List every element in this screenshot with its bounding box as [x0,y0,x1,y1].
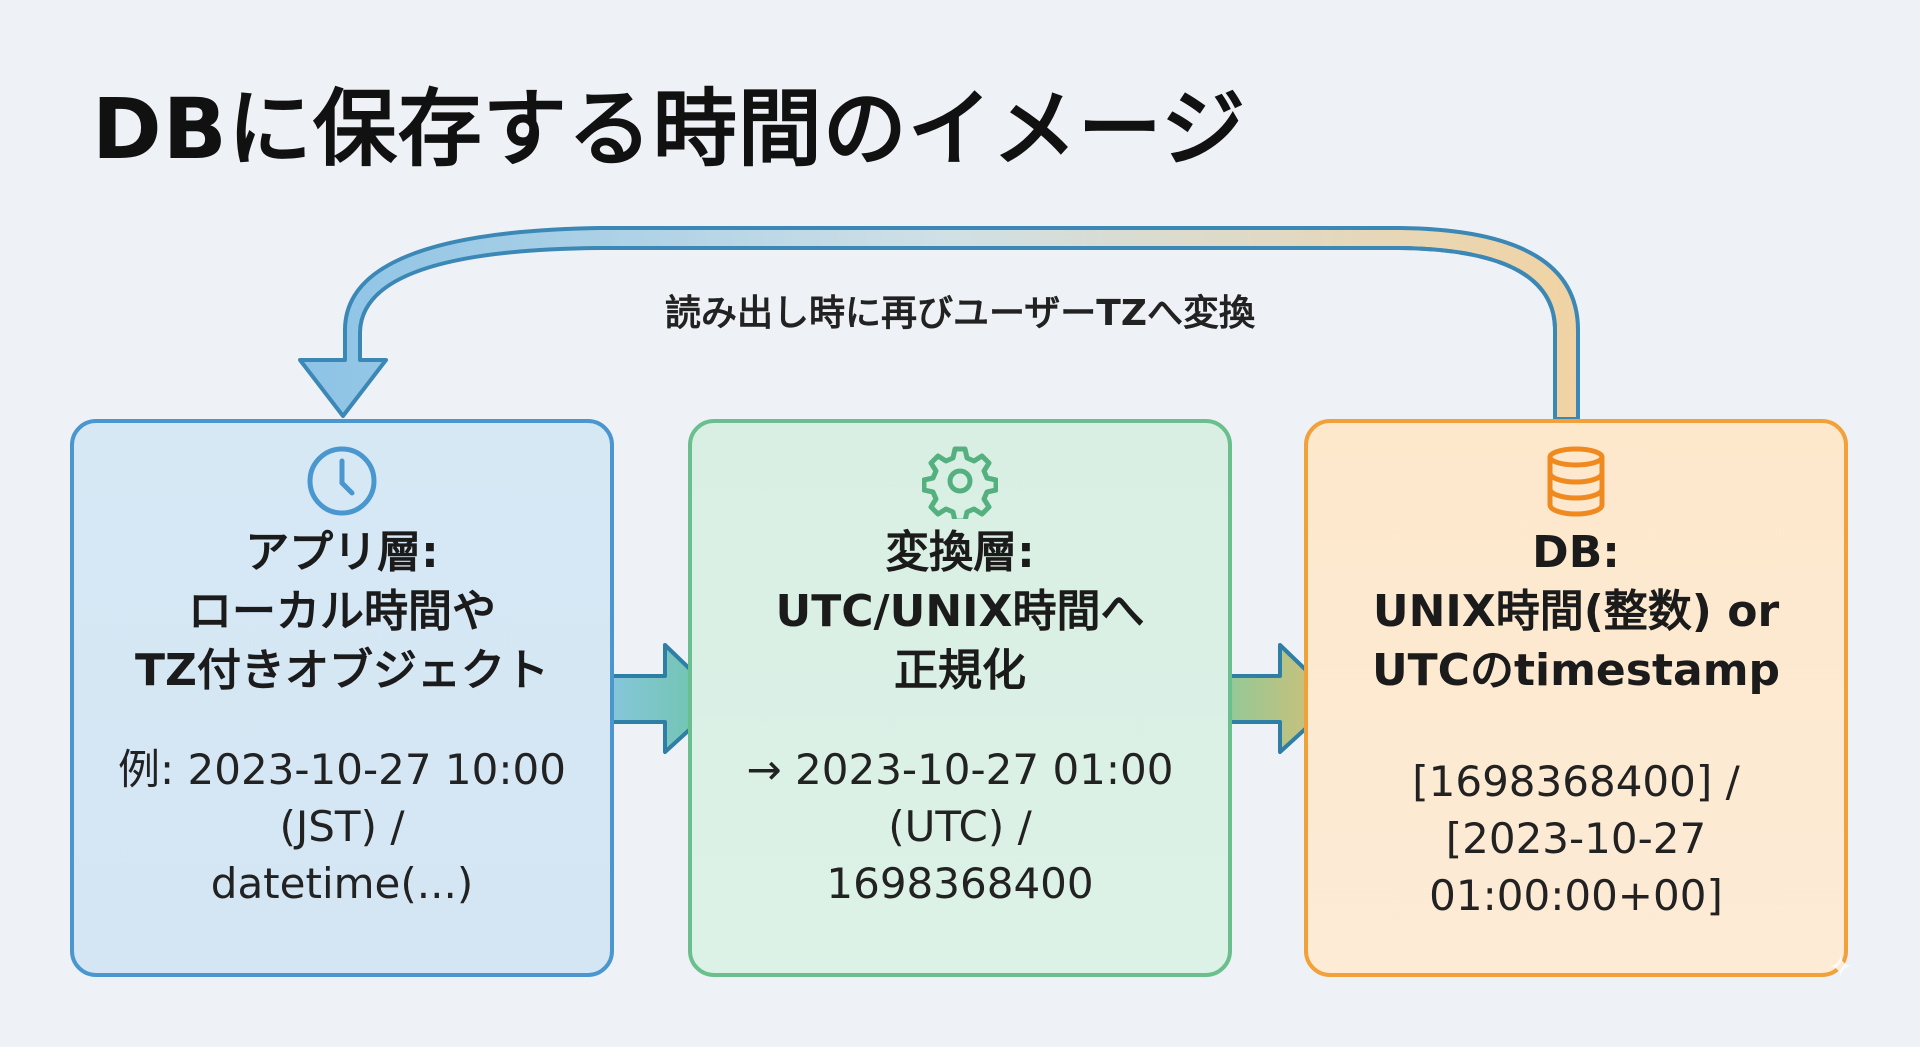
heading-line: UNIX時間(整数) or [1372,586,1780,637]
box-heading: DB: UNIX時間(整数) or UTCのtimestamp [1308,523,1844,700]
heading-line: 変換層: [885,527,1035,578]
page-title: DBに保存する時間のイメージ [92,80,1247,178]
loop-label: 読み出し時に再びユーザーTZへ変換 [665,293,1255,334]
box-body: [1698368400] / [2023-10-27 01:00:00+00] [1308,753,1844,924]
body-line: [2023-10-27 [1445,814,1707,863]
body-line: 例: 2023-10-27 10:00 [118,745,566,794]
body-line: [1698368400] / [1412,757,1740,806]
db-layer-box: DB: UNIX時間(整数) or UTCのtimestamp [1698368… [1304,419,1848,977]
body-line: (UTC) / [888,802,1032,851]
heading-line: 正規化 [894,645,1026,696]
box-body: 例: 2023-10-27 10:00 (JST) / datetime(...… [74,741,610,912]
body-line: datetime(...) [210,859,474,908]
heading-line: TZ付きオブジェクト [135,645,549,696]
heading-line: アプリ層: [245,527,439,578]
clock-icon [307,446,377,516]
body-line: 1698368400 [826,859,1094,908]
sparkle-icon: ✦ [1828,950,1854,985]
app-layer-box: アプリ層: ローカル時間や TZ付きオブジェクト 例: 2023-10-27 1… [70,419,614,977]
box-heading: アプリ層: ローカル時間や TZ付きオブジェクト [74,523,610,700]
body-line: (JST) / [279,802,405,851]
heading-line: UTCのtimestamp [1371,645,1781,696]
body-line: → 2023-10-27 01:00 [746,745,1174,794]
return-loop-arrow [298,226,1580,421]
gear-icon [922,446,998,519]
heading-line: UTC/UNIX時間へ [775,586,1145,637]
conversion-layer-box: 変換層: UTC/UNIX時間へ 正規化 → 2023-10-27 01:00 … [688,419,1232,977]
database-icon [1547,446,1605,517]
box-heading: 変換層: UTC/UNIX時間へ 正規化 [692,523,1228,700]
heading-line: ローカル時間や [188,586,496,637]
body-line: 01:00:00+00] [1429,871,1723,920]
heading-line: DB: [1532,527,1620,578]
box-body: → 2023-10-27 01:00 (UTC) / 1698368400 [692,741,1228,912]
